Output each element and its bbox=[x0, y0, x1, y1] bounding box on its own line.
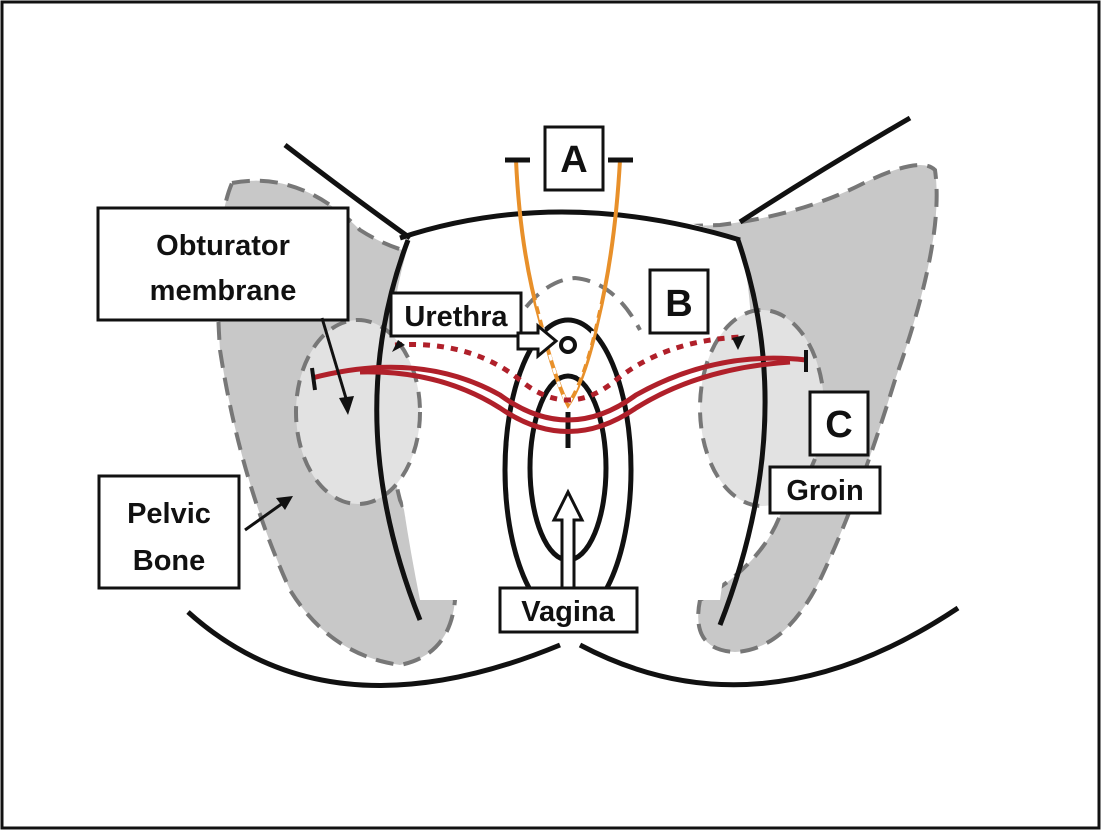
groin-label: Groin bbox=[786, 475, 863, 507]
label-a: A bbox=[560, 139, 587, 181]
obturator-label-line2: membrane bbox=[150, 275, 297, 307]
urethra-opening bbox=[561, 338, 575, 352]
pelvic-label-line1: Pelvic bbox=[127, 498, 211, 530]
pelvic-label-line2: Bone bbox=[133, 545, 206, 577]
vagina-label: Vagina bbox=[521, 596, 615, 628]
obturator-membrane-left bbox=[296, 320, 420, 504]
urethra-label: Urethra bbox=[404, 301, 508, 333]
label-c: C bbox=[825, 404, 852, 446]
label-b: B bbox=[665, 283, 692, 325]
obturator-label-line1: Obturator bbox=[156, 230, 290, 262]
